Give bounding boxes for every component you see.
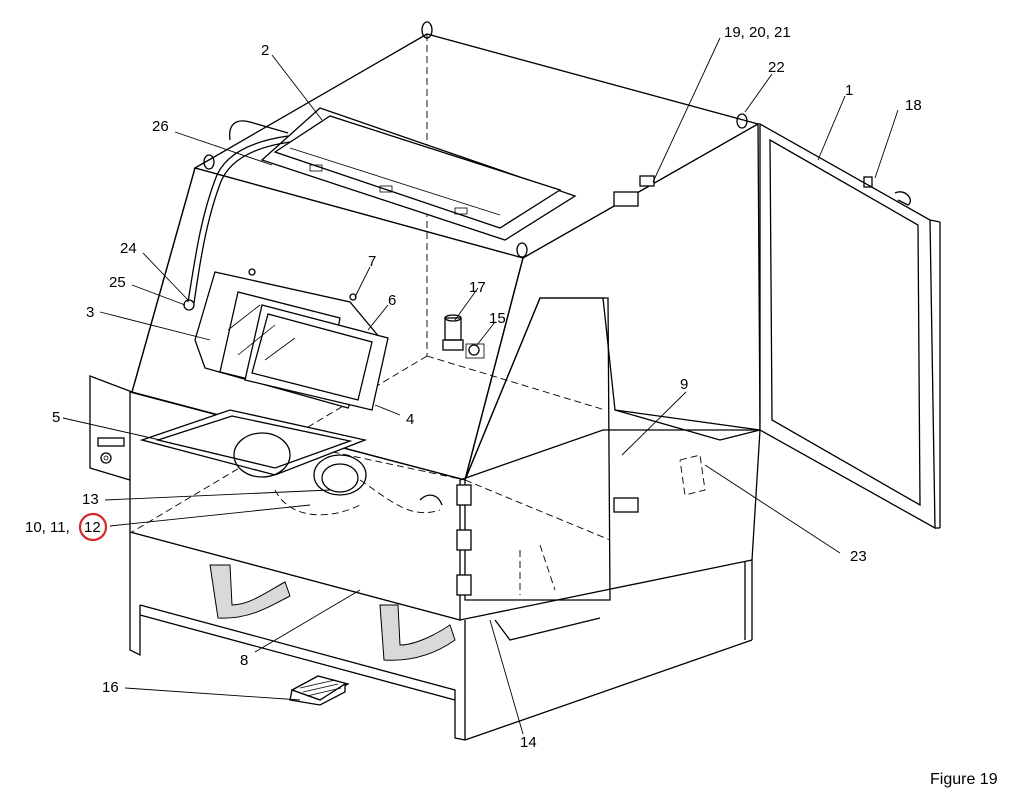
callout-17: 17 xyxy=(469,279,486,296)
callout-2: 2 xyxy=(261,42,269,59)
callout-12: 12 xyxy=(84,519,101,536)
callout-18: 18 xyxy=(905,97,922,114)
side-door xyxy=(759,122,941,530)
callout-8: 8 xyxy=(240,652,248,669)
hinges xyxy=(456,175,655,596)
callout-14: 14 xyxy=(520,734,537,751)
side-controls xyxy=(97,437,125,464)
callout-7: 7 xyxy=(368,253,376,270)
callout-labels: 2 19, 20, 21 22 1 18 26 24 25 3 7 6 4 5 … xyxy=(25,24,922,751)
callout-23: 23 xyxy=(850,548,867,565)
callout-1: 1 xyxy=(845,82,853,99)
foot-pedal xyxy=(289,675,350,706)
figure-caption: Figure 19 xyxy=(930,771,998,788)
lifting-eyes xyxy=(203,21,748,258)
callout-25: 25 xyxy=(109,274,126,291)
side-access-panel xyxy=(519,454,706,595)
view-window xyxy=(194,268,389,411)
leader-lines xyxy=(62,37,899,735)
light-fixture xyxy=(260,107,577,241)
callout-22: 22 xyxy=(768,59,785,76)
callout-24: 24 xyxy=(120,240,137,257)
air-hose xyxy=(183,120,291,311)
callout-10-11: 10, 11, xyxy=(25,519,70,536)
callout-5: 5 xyxy=(52,409,60,426)
callout-9: 9 xyxy=(680,376,688,393)
glove-ports xyxy=(233,432,443,516)
flex-hoses xyxy=(209,564,456,661)
callout-4: 4 xyxy=(406,411,414,428)
callout-13: 13 xyxy=(82,491,99,508)
callout-15: 15 xyxy=(489,310,506,327)
callout-16: 16 xyxy=(102,679,119,696)
callout-26: 26 xyxy=(152,118,169,135)
armport-frame xyxy=(139,409,368,476)
regulator xyxy=(442,314,485,359)
callout-19-20-21: 19, 20, 21 xyxy=(724,24,791,41)
callout-6: 6 xyxy=(388,292,396,309)
cabinet-body xyxy=(89,33,761,741)
callout-3: 3 xyxy=(86,304,94,321)
highlight-circle xyxy=(78,512,108,542)
